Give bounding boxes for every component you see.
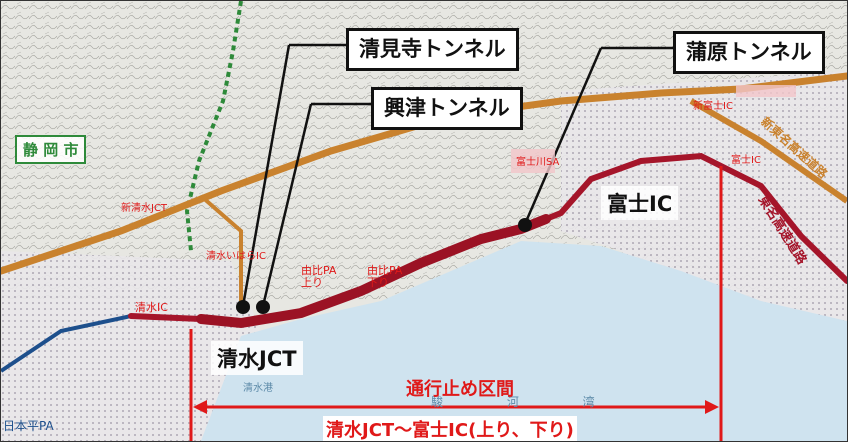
shizuoka-city-label: 静 岡 市 — [15, 135, 87, 164]
okitsu-tunnel-marker — [256, 300, 270, 314]
shimizu-ihara-ic-label: 清水いはらIC — [206, 251, 266, 262]
connector-road — [199, 194, 243, 301]
shimizu-urban-area — [1, 251, 261, 441]
shimizu-ic-label: 清水IC — [135, 301, 168, 314]
closure-title: 通行止め区間 — [406, 379, 514, 400]
kambara-tunnel-label: 蒲原トンネル — [673, 31, 825, 74]
shin-shimizu-jct-label: 新清水JCT — [121, 203, 168, 214]
nihondaira-pa-label: 日本平PA — [3, 419, 54, 433]
shin-fuji-ic-label: 新富士IC — [693, 101, 733, 112]
leader-kambara — [523, 47, 603, 225]
service-center-marker — [736, 85, 796, 97]
leader-kiyomidera-drop — [241, 44, 291, 307]
kiyomidera-tunnel-marker — [236, 300, 250, 314]
okitsu-tunnel-label: 興津トンネル — [371, 87, 523, 130]
suruga-bay-sea — [201, 241, 847, 441]
closure-range-label: 清水JCT〜富士IC(上り、下り) — [323, 416, 577, 441]
fujikawa-sa-label: 富士川SA — [516, 157, 560, 168]
fuji-urban-area — [561, 71, 847, 331]
closed-section-route — [196, 214, 551, 329]
fuji-sa-marker — [511, 149, 555, 173]
shin-tomei-branch — [689, 98, 847, 204]
suruga-bay-label: 駿 河 湾 — [431, 395, 625, 409]
shimizu-port-label: 清水港 — [243, 383, 273, 394]
closure-arrow-left — [193, 400, 207, 414]
kambara-tunnel-marker — [518, 218, 532, 232]
shimizu-jct-label: 清水JCT — [211, 341, 303, 375]
leader-okitsu-drop — [261, 103, 313, 307]
yui-pa-down-label: 由比PA 下り — [367, 264, 403, 290]
closure-arrow-right — [705, 400, 719, 414]
kiyomidera-tunnel-label: 清見寺トンネル — [346, 28, 519, 71]
yui-pa-up-label: 由比PA 上り — [301, 264, 337, 290]
fuji-ic-label: 富士IC — [601, 186, 679, 220]
fuji-ic-small-label: 富士IC — [731, 155, 761, 166]
